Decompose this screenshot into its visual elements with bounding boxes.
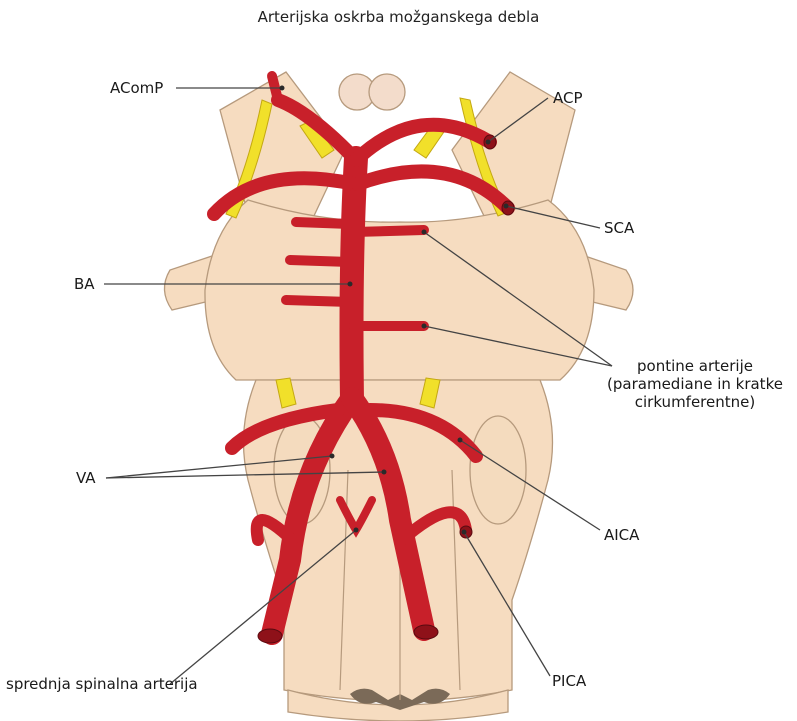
dot-aica — [458, 438, 463, 443]
diagram-title: Arterijska oskrba možganskega debla — [0, 8, 797, 26]
label-pica: PICA — [552, 672, 586, 690]
dot-spinal — [354, 528, 359, 533]
label-pontine-line1: pontine arterije — [600, 357, 790, 375]
label-anterior-spinal-artery: sprednja spinalna arterija — [6, 675, 198, 693]
dot-pontine-1 — [422, 230, 427, 235]
dot-acomp — [280, 86, 285, 91]
pontine-branch-left-1 — [296, 222, 350, 224]
right-vertebral-cut-end — [414, 625, 438, 639]
label-ba: BA — [74, 275, 95, 293]
label-sca: SCA — [604, 219, 634, 237]
pontine-branch-right-1 — [354, 230, 424, 232]
label-acp: ACP — [553, 89, 583, 107]
dot-acp — [486, 140, 491, 145]
pontine-branch-left-3 — [286, 300, 350, 302]
dot-ba — [348, 282, 353, 287]
dot-sca — [504, 204, 509, 209]
label-acomp: AComP — [110, 79, 163, 97]
label-pontine-line2: (paramediane in kratke — [600, 375, 790, 393]
basilar-artery — [352, 158, 357, 400]
label-va: VA — [76, 469, 96, 487]
mammillary-body-right — [369, 74, 405, 110]
right-olive — [470, 416, 526, 524]
dot-pica — [462, 530, 467, 535]
label-aica: AICA — [604, 526, 639, 544]
dot-va-2 — [382, 470, 387, 475]
dot-va-1 — [330, 454, 335, 459]
pontine-branch-left-2 — [290, 260, 350, 262]
left-vertebral-cut-end — [258, 629, 282, 643]
dot-pontine-2 — [422, 324, 427, 329]
label-pontine-line3: cirkumferentne) — [600, 393, 790, 411]
